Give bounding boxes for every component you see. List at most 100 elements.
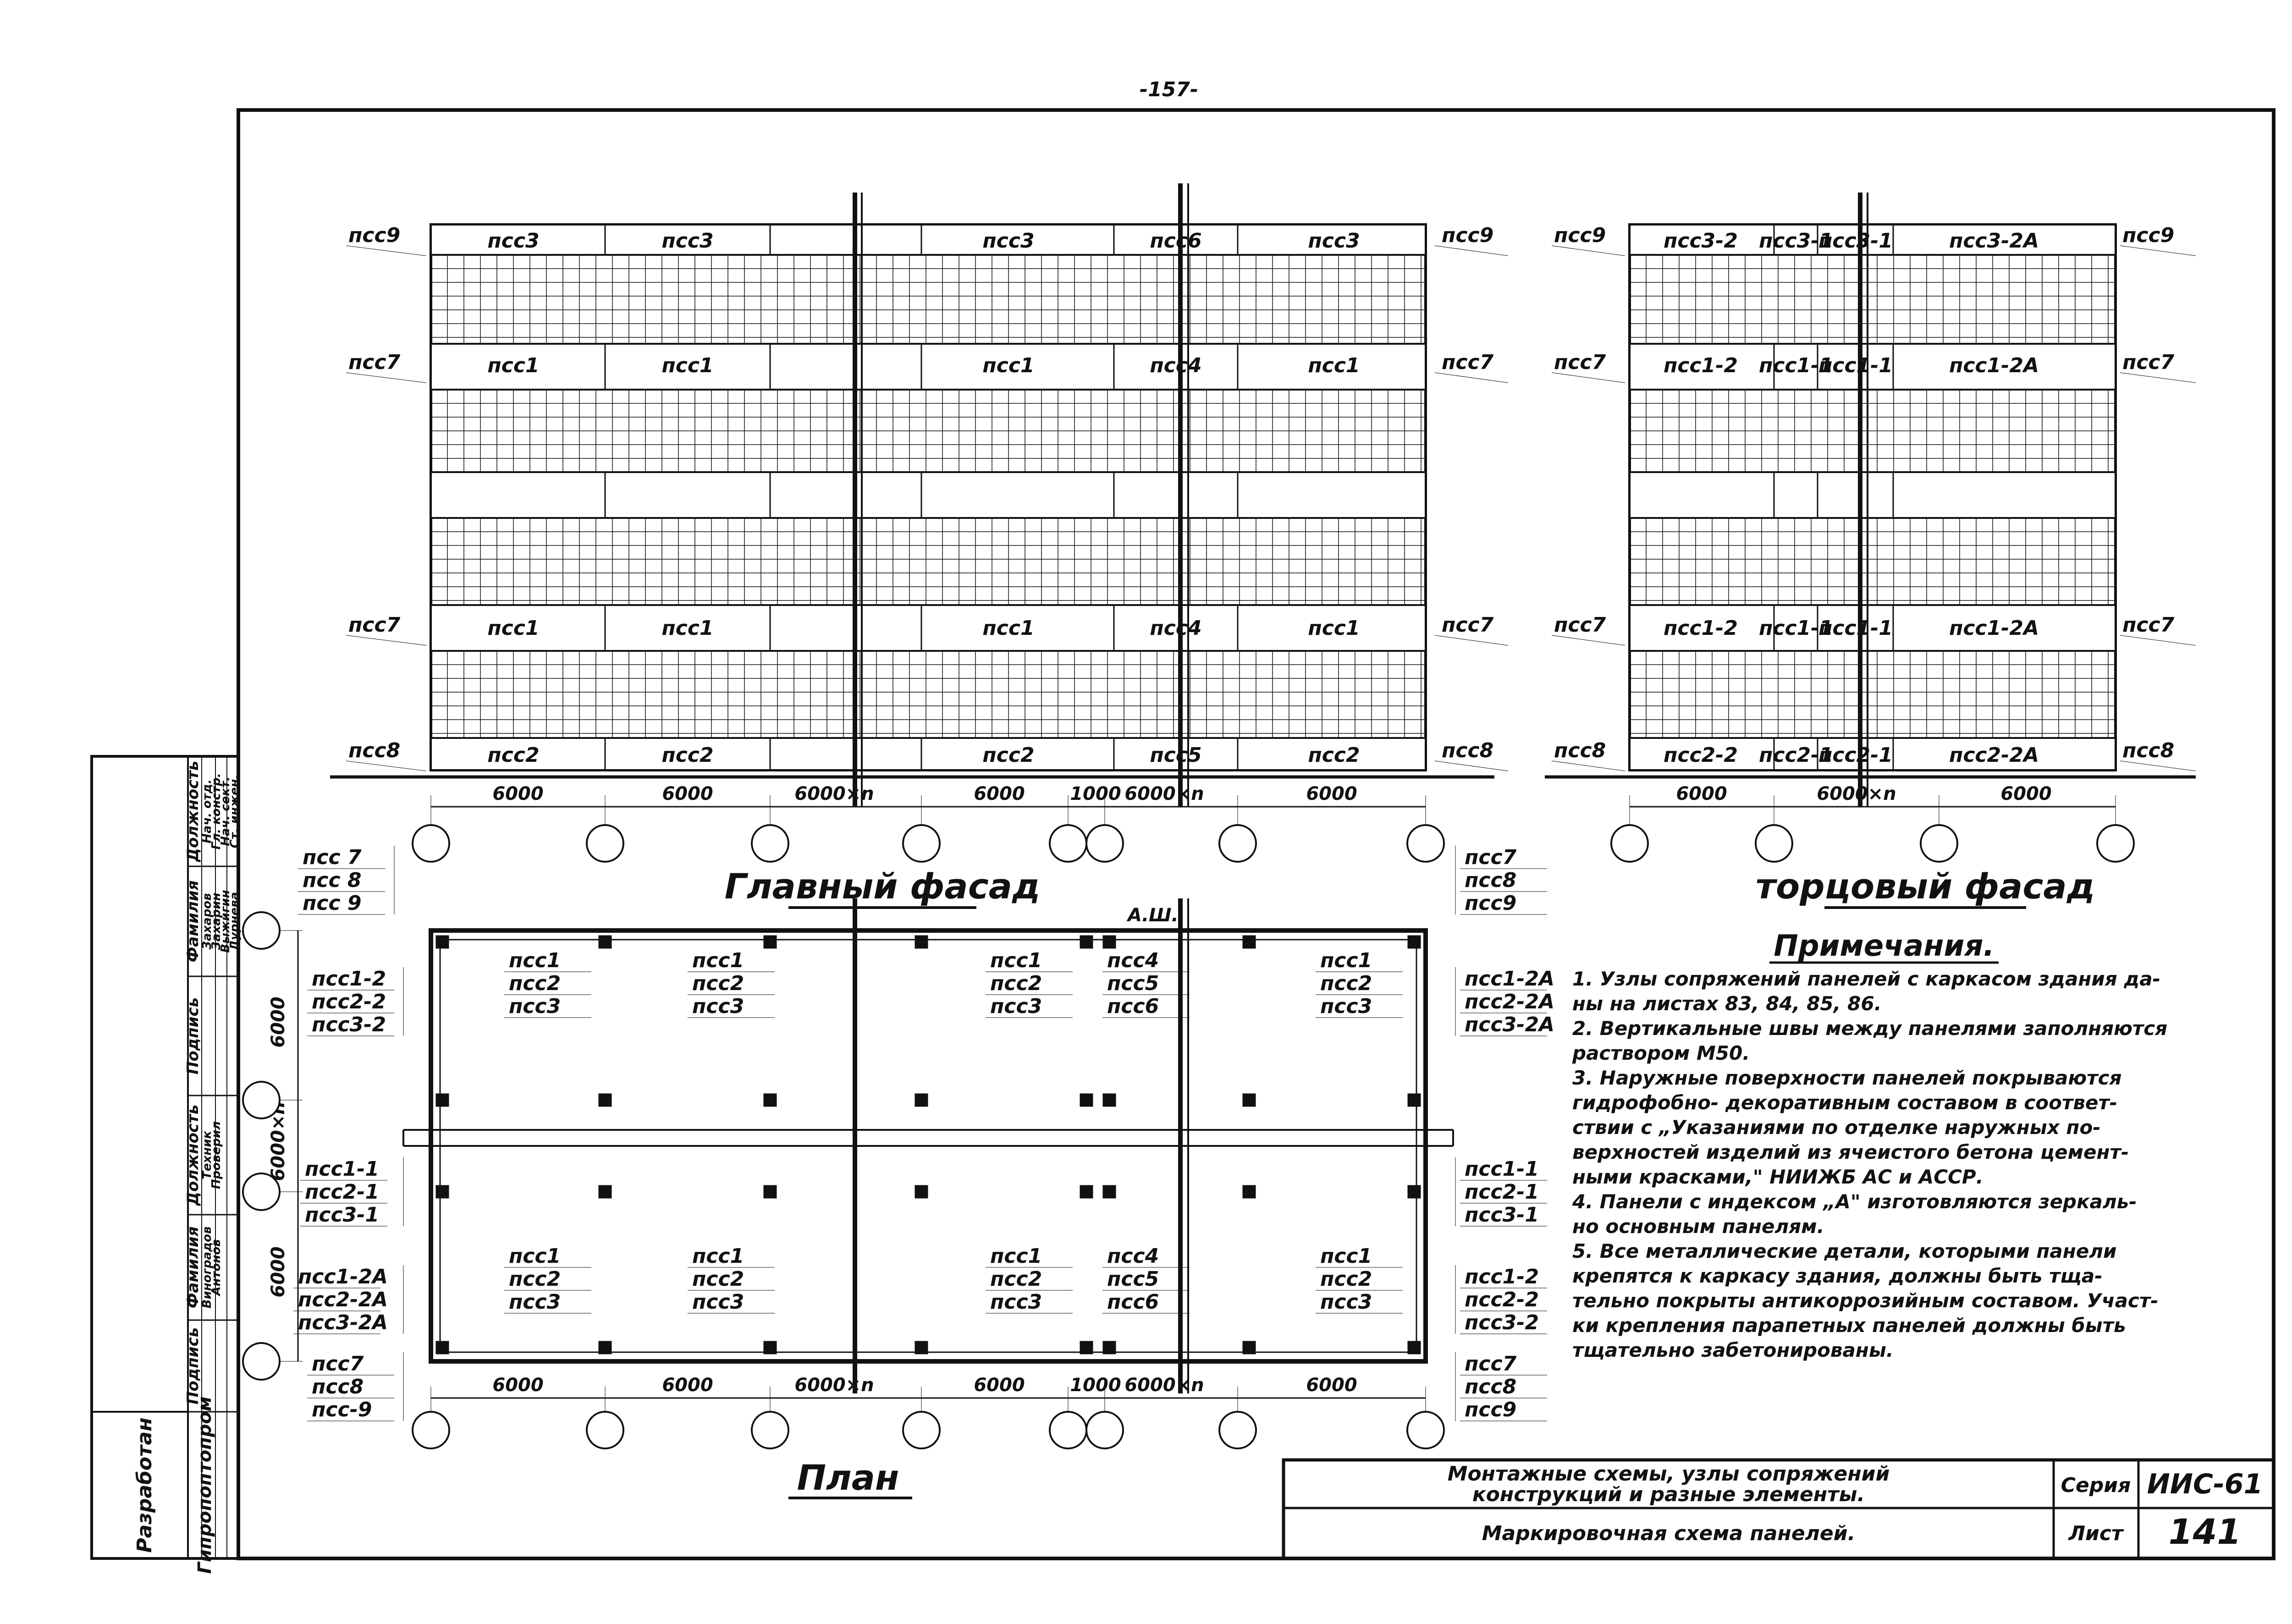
leader-line: [2120, 372, 2196, 383]
panel-label: псс1: [982, 354, 1034, 377]
stamp-cell: Дурнева: [228, 892, 242, 951]
note-line: ны на листах 83, 84, 85, 86.: [1572, 992, 1882, 1015]
plan-side-label: псс2-1: [1465, 1180, 1539, 1204]
column-marker: [763, 1093, 777, 1107]
leader-label: псс7: [1554, 351, 1606, 374]
leader-line: [2120, 245, 2196, 256]
column-marker: [1407, 935, 1421, 949]
leader-label: псс7: [1442, 613, 1494, 637]
plan-panel-label: псс1: [990, 1244, 1042, 1268]
plan-panel-label: псс5: [1107, 1267, 1159, 1291]
dimension-label: 1000: [1070, 783, 1121, 804]
plan-side-label: псс1-2А: [1465, 967, 1554, 991]
dimension-label: 6000: [974, 1375, 1025, 1396]
axis-bubble: [902, 1411, 941, 1449]
panel-label: псс3-1: [1818, 229, 1893, 253]
axis-bubble: [412, 1411, 450, 1449]
plan-panel-label: псс1: [509, 949, 561, 972]
stamp-header: Фамилия: [184, 881, 202, 963]
note-line: но основным панелям.: [1572, 1215, 1824, 1238]
plan-panel-label: псс3: [692, 1290, 744, 1314]
note-line: верхностей изделий из ячеистого бетона ц…: [1572, 1141, 2129, 1163]
band-2: [430, 343, 1427, 391]
column-marker: [1080, 1185, 1093, 1199]
plan-axis-bubble: [242, 1081, 281, 1119]
panel-label: псс4: [1150, 354, 1201, 377]
column-marker: [763, 1341, 777, 1354]
stamp-cell: Захаров: [200, 893, 214, 950]
axis-bubble: [751, 1411, 789, 1449]
plan-panel-label: псс2: [1320, 1267, 1372, 1291]
stamp-org-1: Разработан: [133, 1417, 156, 1552]
panel-label: псс1-1: [1818, 617, 1893, 640]
column-marker: [915, 935, 928, 949]
end-band-3: [1629, 471, 2116, 519]
leader-line: [1434, 760, 1509, 771]
stamp-cell: Выжигин: [219, 890, 232, 952]
leader-label: псс7: [1554, 613, 1606, 637]
axis-bubble: [1085, 824, 1124, 863]
axis-bubble: [1049, 1411, 1087, 1449]
plan-side-label: псс1-1: [305, 1157, 379, 1181]
dimension-label: 6000: [1676, 783, 1727, 804]
plan-side-label: псс3-2: [1465, 1311, 1539, 1334]
plan-panel-label: псс3: [509, 1290, 561, 1314]
leader-label: псс7: [1442, 351, 1494, 374]
dimension-label: 6000: [662, 1375, 713, 1396]
column-marker: [915, 1341, 928, 1354]
panel-label: псс2-2А: [1949, 743, 2039, 767]
panel-label: псс1: [487, 617, 539, 640]
panel-label: псс5: [1150, 743, 1201, 767]
leader-label: псс9: [2122, 224, 2174, 247]
plan-panel-label: псс1: [1320, 949, 1372, 972]
axis-bubble: [1755, 824, 1793, 863]
column-marker: [598, 1185, 612, 1199]
dimension-label: 1000: [1070, 1375, 1121, 1396]
plan-side-label: псс2-2А: [1465, 990, 1554, 1013]
axis-bubble: [1218, 824, 1257, 863]
plan-panel-label: псс5: [1107, 972, 1159, 995]
plan-side-label: псс1-2: [1465, 1265, 1539, 1288]
dimension-label: 6000×n: [794, 783, 874, 804]
leader-line: [1434, 245, 1509, 256]
dimension-label: 6000: [2000, 783, 2051, 804]
panel-label: псс3: [661, 229, 713, 253]
leader-line: [1551, 372, 1625, 383]
plan-side-label: псс7: [312, 1352, 364, 1376]
note-line: 5. Все металлические детали, которыми па…: [1572, 1240, 2116, 1262]
panel-label: псс2: [1308, 743, 1360, 767]
plan-side-label: псс 9: [303, 892, 362, 915]
leader-label: псс8: [1442, 739, 1493, 762]
panel-label: псс2-1: [1759, 743, 1833, 767]
column-marker: [598, 1093, 612, 1107]
column-marker: [763, 935, 777, 949]
notes-title: Примечания.: [1774, 929, 1994, 963]
plan: А.Ш. псс1псс2псс3псс1псс2псс3псс1псс2псс…: [242, 846, 1554, 1499]
column-marker: [435, 1185, 449, 1199]
end-band-4: [1629, 604, 2116, 652]
axis-bubble: [1049, 824, 1087, 863]
end-facade-title: торцовый фасад: [1756, 866, 2095, 907]
plan-axis-bubble: [242, 1342, 281, 1381]
band-parapet: [430, 224, 1427, 256]
plan-side-label: псс 7: [303, 846, 362, 869]
note-line: раствором М50.: [1572, 1042, 1750, 1064]
note-line: тельно покрыты антикоррозийным составом.…: [1572, 1289, 2159, 1312]
panel-label: псс2-1: [1818, 743, 1893, 767]
panel-label: псс2-2: [1664, 743, 1738, 767]
leader-line: [346, 372, 427, 383]
plan-panel-label: псс6: [1107, 1290, 1159, 1314]
stamp-cell: Нач. отд.: [200, 779, 214, 843]
plan-panel-label: псс1: [1320, 1244, 1372, 1268]
column-marker: [1102, 1093, 1116, 1107]
column-marker: [1407, 1185, 1421, 1199]
column-marker: [1242, 1093, 1256, 1107]
axis-bubble: [586, 824, 624, 863]
stamp-cell: Ст. инжен.: [228, 775, 242, 848]
sheet-name: Маркировочная схема панелей.: [1482, 1522, 1856, 1545]
panel-label: псс1-1: [1818, 354, 1893, 377]
plan-side-label: псс8: [1465, 869, 1516, 892]
column-marker: [1242, 1185, 1256, 1199]
plan-side-label: псс1-2А: [298, 1265, 388, 1288]
leader-label: псс8: [2122, 739, 2174, 762]
